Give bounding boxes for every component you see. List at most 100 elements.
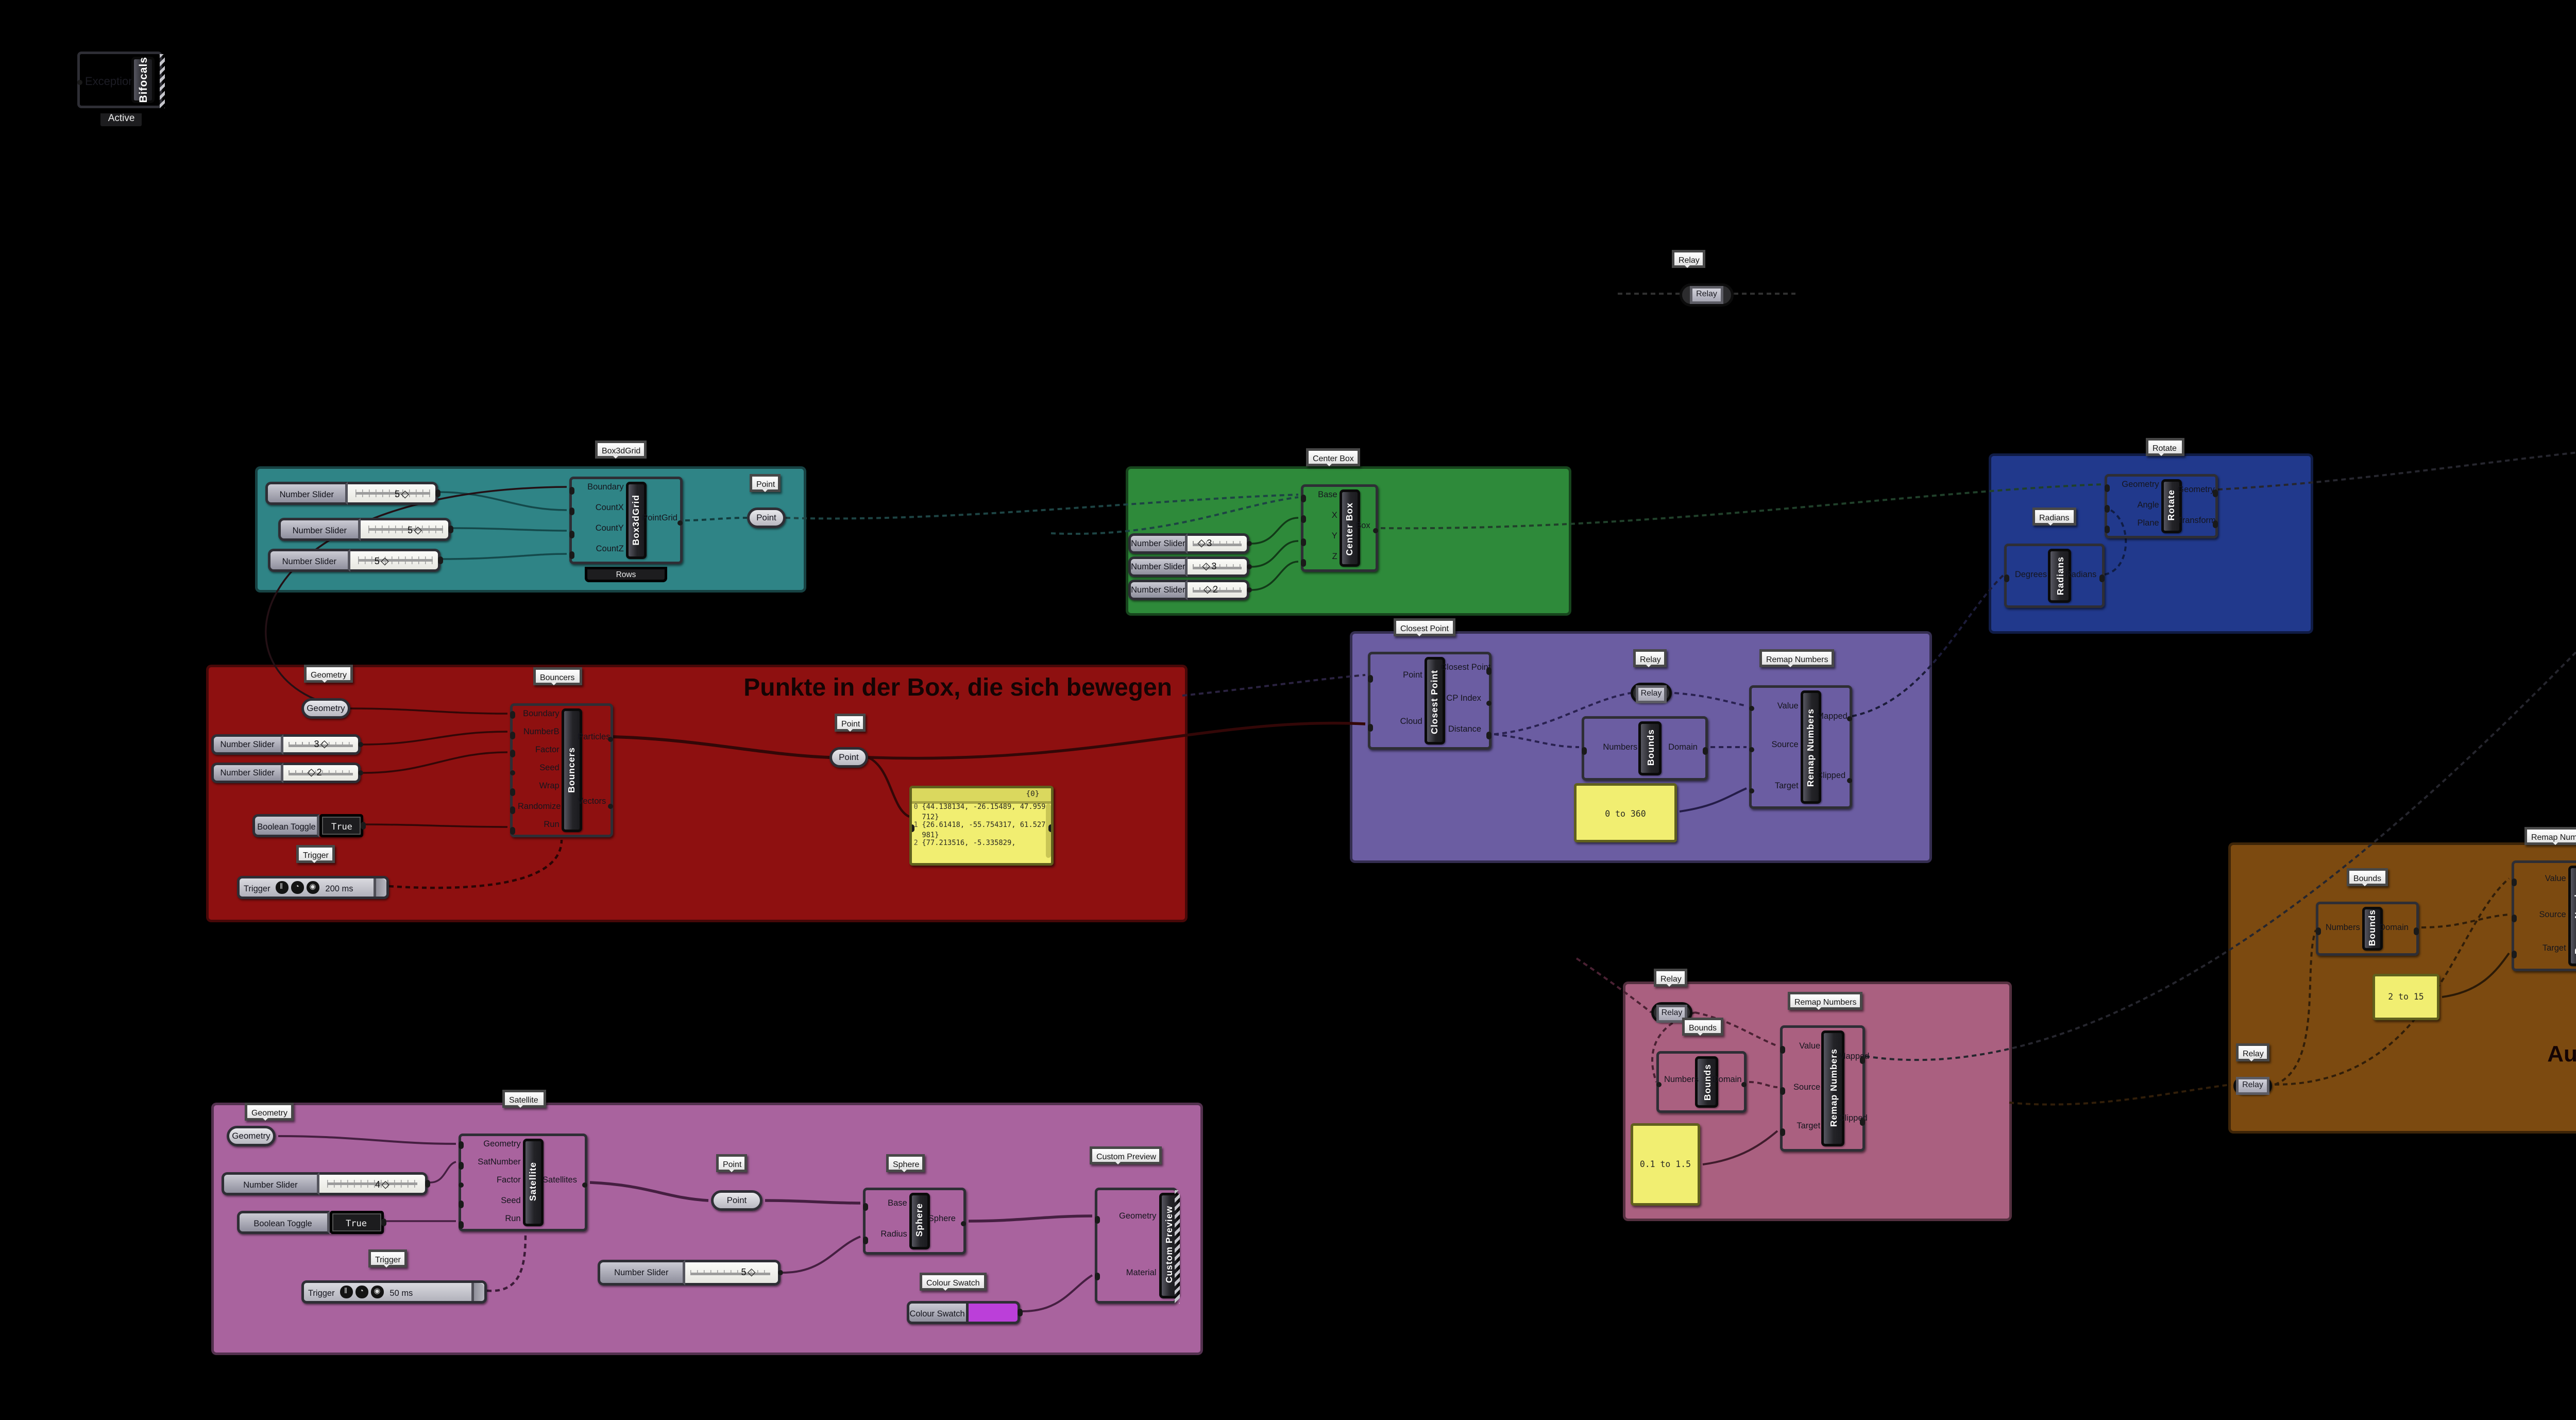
pause-icon[interactable]: ‖ [340,1286,352,1298]
input-port-x-centerbox[interactable] [1300,516,1308,523]
slider-track[interactable] [283,763,361,783]
input-port-countz-box3dgrid[interactable] [568,552,576,560]
input-port-material-custom-preview-magenta[interactable] [1094,1273,1101,1281]
input-port-radius-sphere[interactable] [862,1237,870,1244]
panel-scrollbar[interactable] [1044,802,1050,858]
output-port-colour-swatch[interactable] [1016,1309,1024,1316]
output-port-slider-green-2[interactable] [1245,563,1253,570]
relay-relay-top[interactable]: Relay [1680,283,1734,307]
timer-icon[interactable]: ◔ [355,1286,368,1298]
output-port-domain-bounds-brown[interactable] [2412,927,2420,935]
output-port-slider-green-3[interactable] [1245,586,1253,594]
record-icon[interactable]: ◉ [371,1286,383,1298]
relay-relay-pink[interactable]: Relay [1651,1002,1692,1023]
slider-grip[interactable]: 3◇ [314,737,329,750]
input-port-satnumber-satellite[interactable] [457,1162,465,1169]
output-port-slider-teal-3[interactable] [436,556,444,564]
input-port-z-centerbox[interactable] [1300,560,1308,567]
input-port-target-remap-brown[interactable] [2511,952,2518,959]
param-point-red[interactable]: Point [829,747,868,768]
record-icon[interactable]: ◉ [307,881,319,894]
output-port-vectors-bouncers[interactable] [606,802,614,810]
input-port-boundary-box3dgrid[interactable] [568,486,576,494]
param-geometry-magenta[interactable]: Geometry [227,1126,276,1146]
input-port-plane-rotate[interactable] [2104,527,2111,534]
output-port-slider-red-2[interactable] [357,769,364,776]
input-port-value-remap-brown[interactable] [2511,877,2518,885]
output-port-geometry-rotate[interactable] [2211,489,2219,497]
input-port-boundary-bouncers[interactable] [509,712,517,719]
output-port-mapped-remap-pink[interactable] [1858,1056,1866,1063]
input-port-geometry-rotate[interactable] [2104,483,2111,491]
number-slider-slider-green-1[interactable]: Number Slider◇3 [1128,533,1253,554]
output-port-cp-index-closest-point[interactable] [1485,699,1493,707]
input-port-target-remap-pink[interactable] [1779,1129,1787,1137]
component-remap-brown[interactable]: Remap NumbersValueSourceTargetMappedClip… [2511,860,2576,971]
input-port-source-remap-brown[interactable] [2511,915,2518,922]
input-port-county-box3dgrid[interactable] [568,530,576,538]
input-port-geometry-satellite[interactable] [457,1142,465,1149]
slider-grip[interactable]: 5◇ [407,521,422,535]
slider-track[interactable] [319,1172,428,1195]
output-port-panel-red[interactable] [1047,824,1051,832]
slider-track[interactable] [361,518,451,541]
output-port-clipped-remap-pink[interactable] [1858,1119,1866,1126]
slider-track[interactable] [685,1260,781,1286]
output-port-pointgrid-box3dgrid[interactable] [676,519,684,527]
input-port-geometry-custom-preview-magenta[interactable] [1094,1215,1101,1223]
relay-relay-brown[interactable]: Relay [2233,1077,2272,1095]
output-port-slider-teal-2[interactable] [447,526,454,533]
slider-track[interactable] [1188,580,1249,600]
pause-icon[interactable]: ‖ [275,881,288,894]
slider-grip[interactable]: ◇3 [1202,559,1217,572]
input-port-factor-satellite[interactable] [457,1181,465,1189]
output-port-box-centerbox[interactable] [1371,527,1379,534]
toggle-value[interactable]: True [329,1211,384,1234]
param-point-teal[interactable]: Point [747,508,786,528]
input-port-source-remap-purple[interactable] [1748,746,1756,753]
panel-panel-brown[interactable]: 2 to 15 [2372,974,2439,1020]
input-port-seed-satellite[interactable] [457,1201,465,1208]
input-port-seed-bouncers[interactable] [509,769,517,776]
slider-track[interactable] [1188,533,1249,554]
slider-track[interactable] [350,549,440,572]
input-port-cloud-closest-point[interactable] [1367,724,1375,732]
trigger-grip[interactable] [375,878,386,897]
slider-grip[interactable]: 5◇ [374,552,389,566]
panel-panel-purple[interactable]: 0 to 360 [1574,783,1677,842]
panel-panel-pink[interactable]: 0.1 to 1.5 [1631,1123,1700,1206]
input-port-numbers-bounds-brown[interactable] [2315,927,2323,935]
output-port-slider-magenta-2[interactable] [776,1269,784,1276]
param-geometry-red[interactable]: Geometry [301,698,350,719]
input-port-run-bouncers[interactable] [509,826,517,834]
output-port-domain-bounds-purple[interactable] [1701,747,1709,755]
output-port-radians-radians[interactable] [2098,574,2106,582]
input-port-angle-rotate[interactable] [2104,505,2111,513]
slider-track[interactable] [1188,556,1249,577]
input-port-degrees-radians[interactable] [2003,574,2011,582]
slider-grip[interactable]: 5◇ [741,1265,756,1278]
slider-track[interactable] [348,482,438,505]
input-port-target-remap-purple[interactable] [1748,787,1756,794]
output-port-slider-magenta-1[interactable] [423,1180,431,1188]
slider-grip[interactable]: 4◇ [375,1176,389,1189]
slider-grip[interactable]: ◇3 [1197,536,1212,549]
